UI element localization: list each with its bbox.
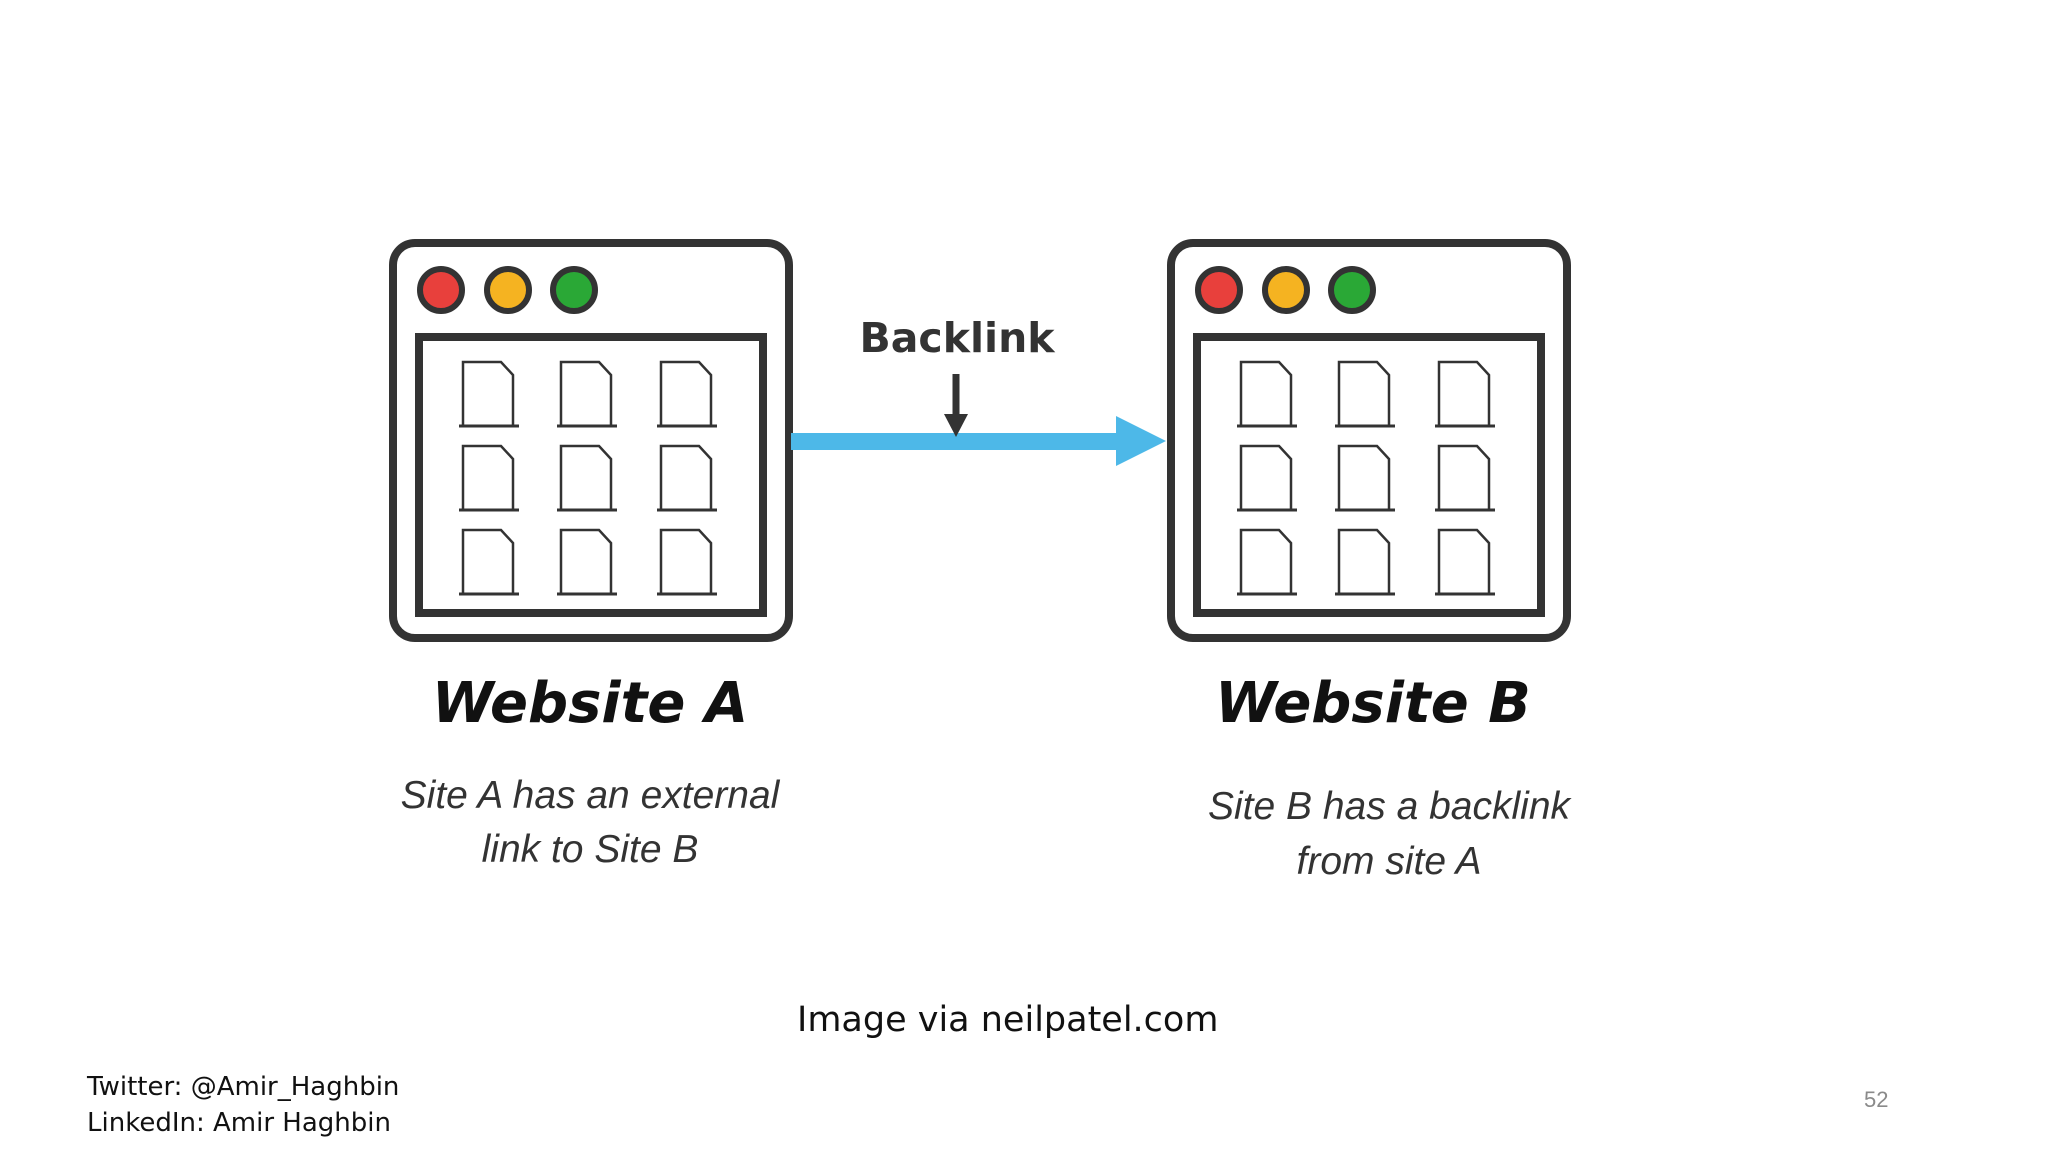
minimize-dot-icon <box>484 266 532 314</box>
page-number: 52 <box>1864 1087 1889 1112</box>
website-b-window <box>1167 239 1571 642</box>
document-icon <box>1235 528 1299 596</box>
document-icon <box>555 528 619 596</box>
document-icon <box>457 360 521 428</box>
document-icon <box>1333 360 1397 428</box>
website-a-description-line2: link to Site B <box>482 828 699 871</box>
twitter-handle: Twitter: @Amir_Haghbin <box>87 1072 400 1102</box>
document-icon <box>655 444 719 512</box>
document-icon <box>655 528 719 596</box>
document-icon <box>1235 444 1299 512</box>
document-icon <box>457 528 521 596</box>
page-grid <box>1235 360 1497 596</box>
document-icon <box>1235 360 1299 428</box>
website-a-description-line1: Site A has an external <box>401 774 781 817</box>
website-b-description-line2: from site A <box>1297 840 1482 883</box>
document-icon <box>555 360 619 428</box>
document-icon <box>1333 528 1397 596</box>
website-a-title: Website A <box>432 671 748 736</box>
document-icon <box>1333 444 1397 512</box>
image-credit: Image via neilpatel.com <box>797 1000 1219 1040</box>
close-dot-icon <box>1195 266 1243 314</box>
arrow-head-icon <box>1116 416 1166 466</box>
close-dot-icon <box>417 266 465 314</box>
website-b-title: Website B <box>1215 671 1531 736</box>
minimize-dot-icon <box>1262 266 1310 314</box>
backlink-arrow <box>791 416 1166 466</box>
website-a-window <box>389 239 793 642</box>
backlink-label: Backlink <box>859 314 1056 362</box>
document-icon <box>555 444 619 512</box>
page-grid <box>457 360 719 596</box>
document-icon <box>1433 528 1497 596</box>
pointer-arrow-icon <box>944 374 968 437</box>
linkedin-name: LinkedIn: Amir Haghbin <box>87 1108 391 1138</box>
document-icon <box>655 360 719 428</box>
document-icon <box>457 444 521 512</box>
maximize-dot-icon <box>550 266 598 314</box>
document-icon <box>1433 360 1497 428</box>
maximize-dot-icon <box>1328 266 1376 314</box>
website-b-description-line1: Site B has a backlink <box>1208 785 1573 828</box>
document-icon <box>1433 444 1497 512</box>
